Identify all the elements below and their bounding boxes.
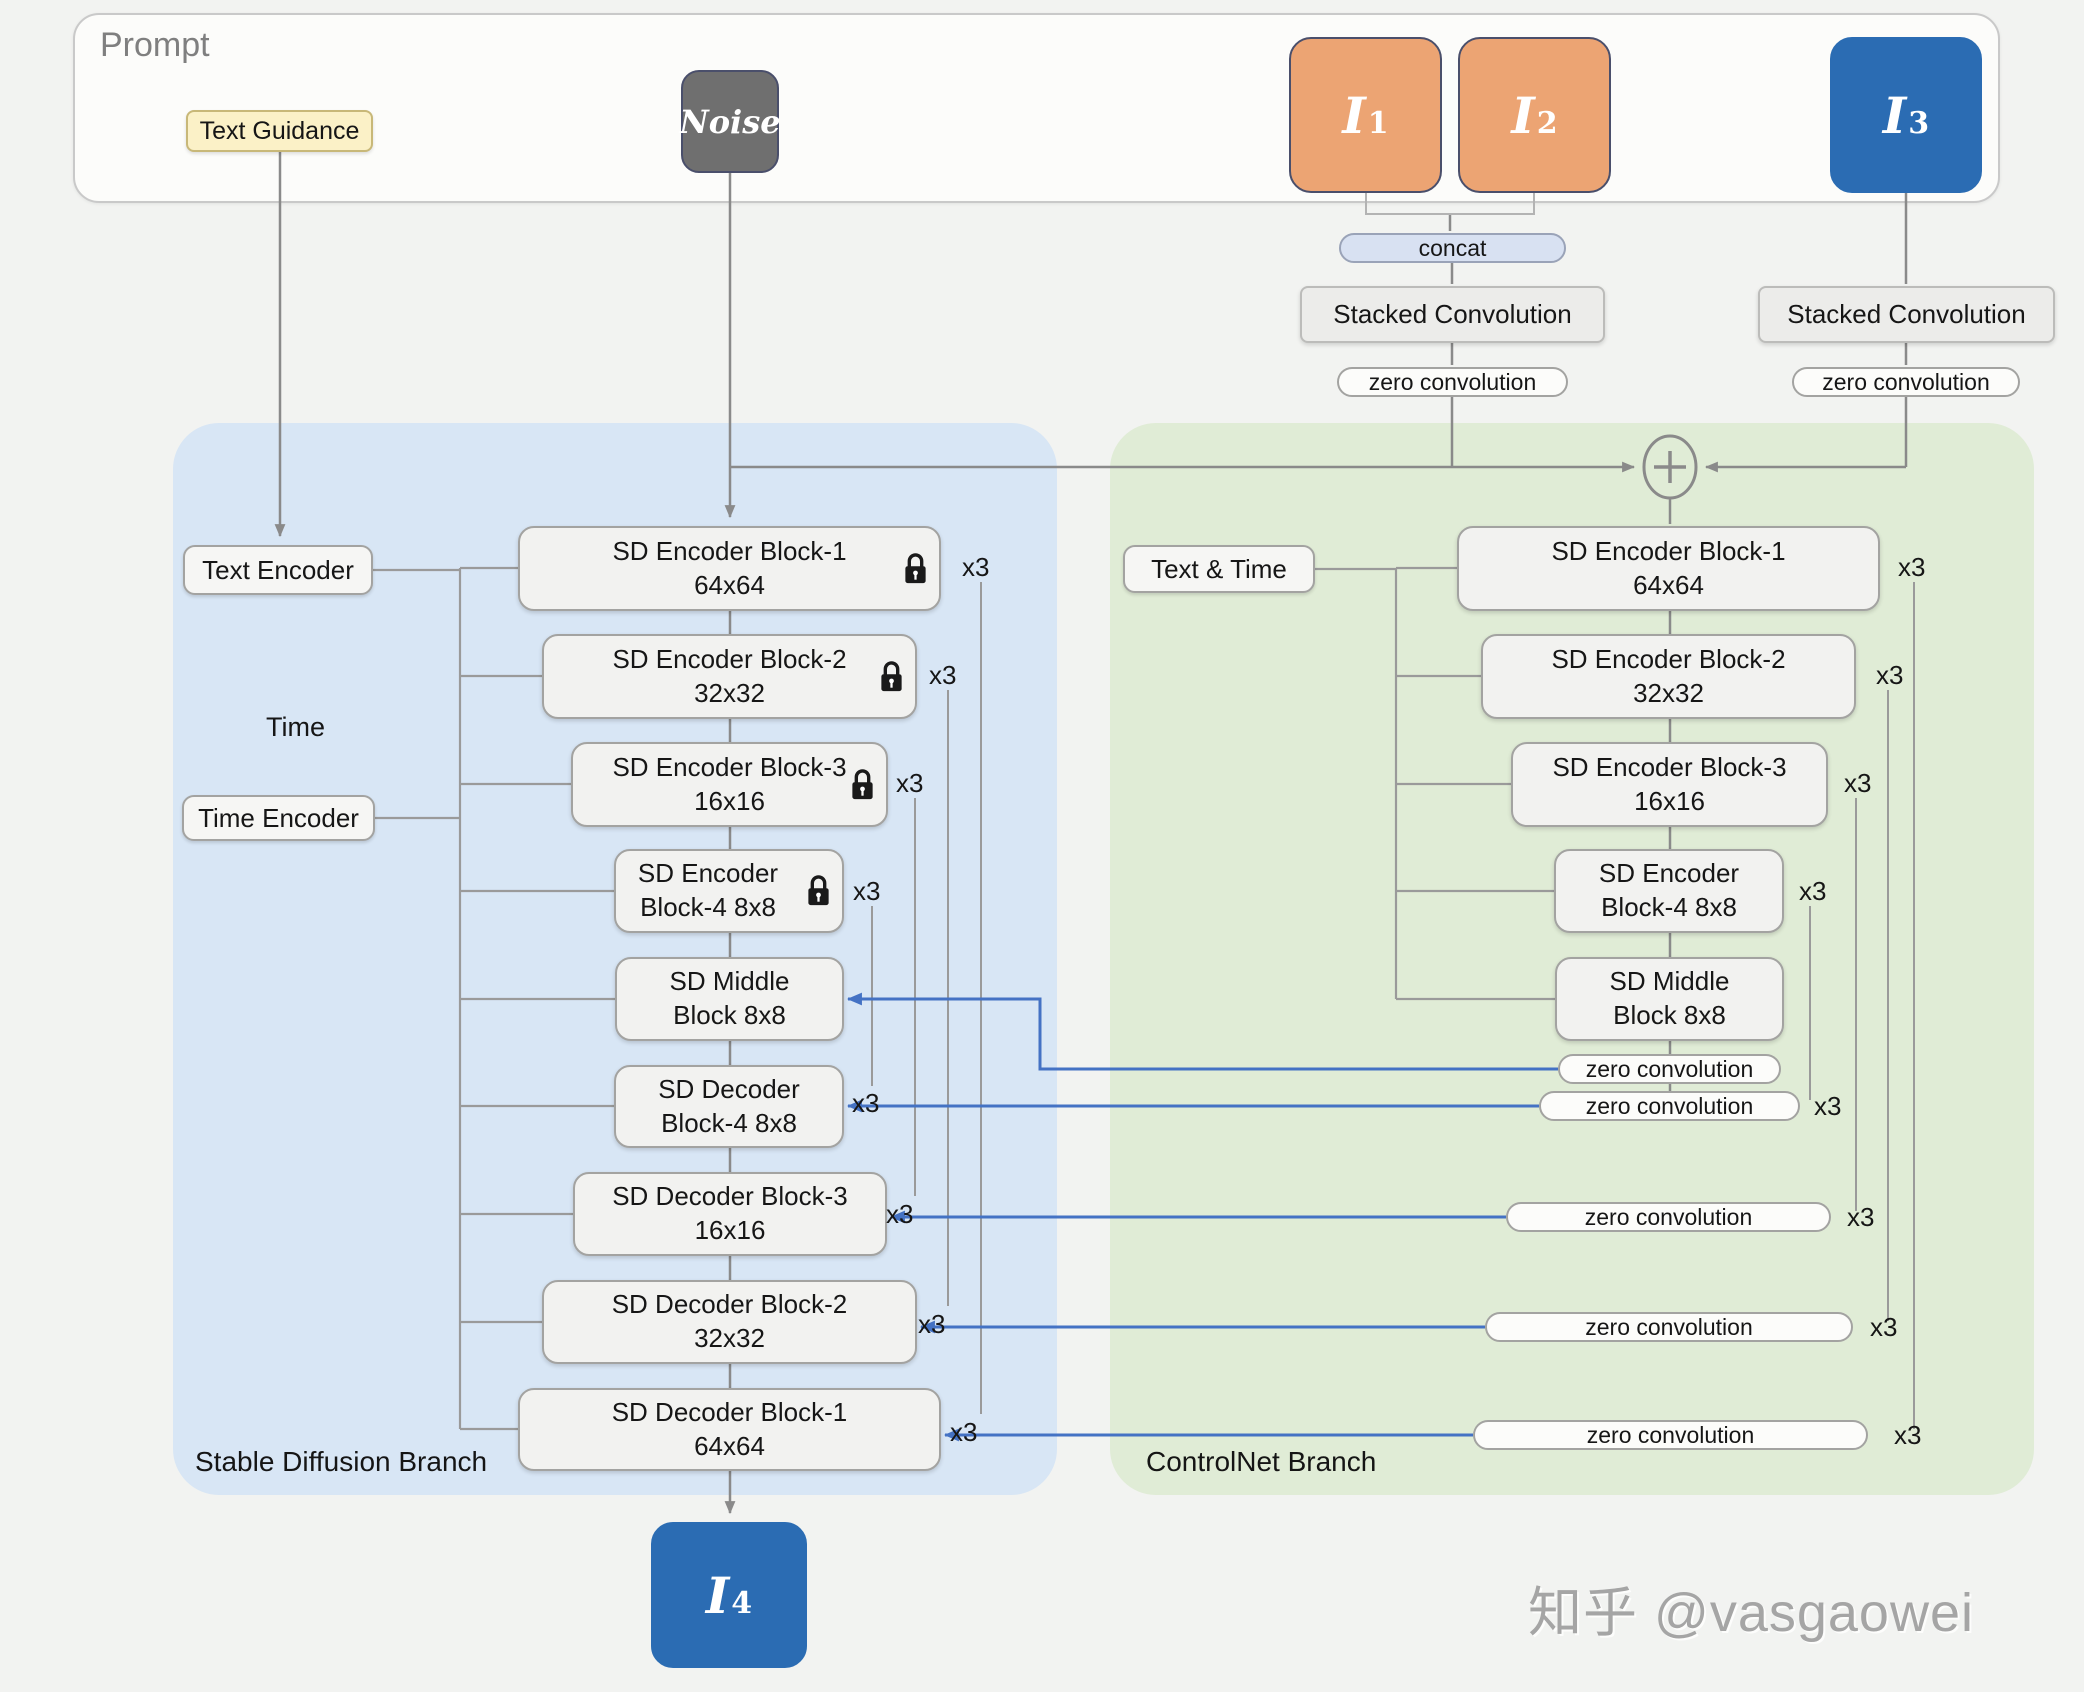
repeat-x3-label: x3 — [852, 1088, 880, 1118]
noise-box: Noise — [679, 70, 781, 173]
text-encoder-box: Text Encoder — [183, 545, 373, 595]
repeat-x3-label: x3 — [1870, 1312, 1898, 1342]
repeat-x3-label: x3 — [896, 768, 924, 798]
prompt-panel — [73, 13, 2000, 203]
time-encoder-box: Time Encoder — [182, 795, 375, 841]
repeat-x3-label: x3 — [1876, 660, 1904, 690]
repeat-x3-label: x3 — [962, 552, 990, 582]
cn-zero-convolution-dec2: zero convolution — [1485, 1312, 1853, 1342]
repeat-x3-label: x3 — [1847, 1202, 1875, 1232]
lock-icon — [808, 875, 829, 906]
zero-convolution-top-right: zero convolution — [1792, 367, 2020, 397]
cn-zero-convolution-middle: zero convolution — [1558, 1054, 1781, 1084]
time-label: Time — [266, 712, 325, 742]
repeat-x3-label: x3 — [1814, 1091, 1842, 1121]
cn-zero-convolution-dec3: zero convolution — [1506, 1202, 1831, 1232]
stacked-convolution-right: Stacked Convolution — [1758, 286, 2055, 343]
repeat-x3-label: x3 — [1844, 768, 1872, 798]
repeat-x3-label: x3 — [918, 1309, 946, 1339]
cn-zero-convolution-dec1: zero convolution — [1473, 1420, 1868, 1450]
text-time-box: Text & Time — [1123, 545, 1315, 593]
repeat-x3-label: x3 — [1799, 876, 1827, 906]
sd-branch-title: Stable Diffusion Branch — [195, 1446, 488, 1477]
repeat-x3-label: x3 — [853, 876, 881, 906]
zero-convolution-top-left: zero convolution — [1337, 367, 1568, 397]
text-guidance-box: Text Guidance — [186, 110, 373, 152]
stacked-convolution-left: Stacked Convolution — [1300, 286, 1605, 343]
repeat-x3-label: x3 — [1898, 552, 1926, 582]
repeat-x3-label: x3 — [929, 660, 957, 690]
lock-icon — [905, 552, 926, 583]
lock-icon — [881, 660, 902, 691]
repeat-x3-label: x3 — [1894, 1420, 1922, 1450]
lock-icon — [852, 768, 873, 799]
cn-zero-convolution-dec4: zero convolution — [1539, 1091, 1800, 1121]
concat-pill: concat — [1339, 233, 1566, 263]
controlnet-branch-title: ControlNet Branch — [1146, 1446, 1377, 1477]
repeat-x3-label: x3 — [950, 1417, 978, 1447]
watermark: 知乎 @vasgaowei — [1528, 1583, 1974, 1643]
prompt-panel-title: Prompt — [100, 26, 210, 64]
repeat-x3-label: x3 — [886, 1199, 914, 1229]
